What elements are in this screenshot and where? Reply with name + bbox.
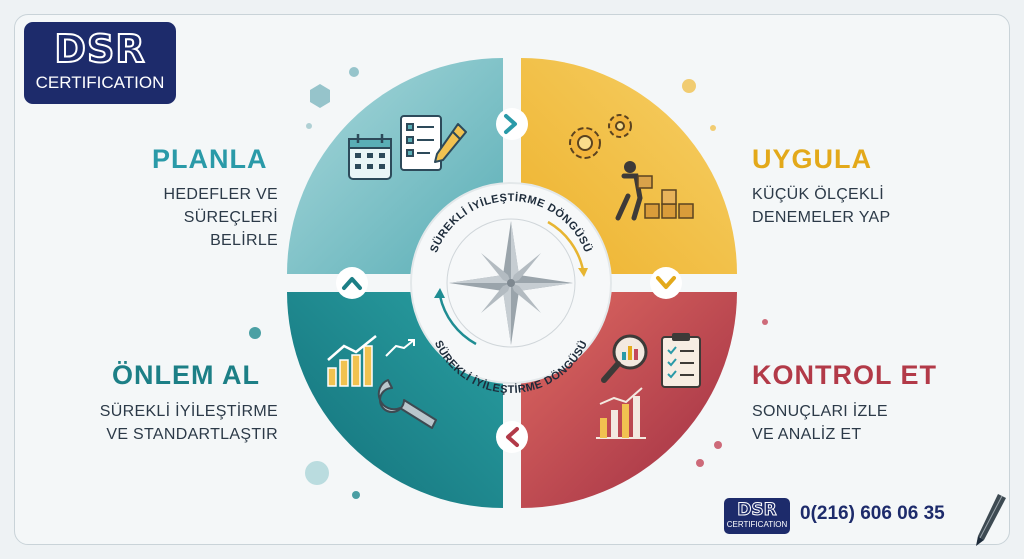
footer-logo-sub: CERTIFICATION <box>726 520 788 529</box>
pencil-icon <box>434 123 467 163</box>
calendar-icon <box>348 134 392 180</box>
phase-desc-planla: HEDEFLER VE SÜREÇLERİ BELİRLE <box>163 186 278 249</box>
phase-desc-onlem: SÜREKLİ İYİLEŞTİRME VE STANDARTLAŞTIR <box>99 403 278 443</box>
magnifier-chart-icon <box>601 334 648 383</box>
chevron-right-icon <box>496 108 528 140</box>
logo-main: DSR <box>53 26 146 72</box>
phone-number: 0(216) 606 06 35 <box>800 503 945 524</box>
phase-title-uygula: UYGULA <box>752 144 872 174</box>
footer-logo-main: DSR <box>737 500 777 521</box>
clipboard-icon <box>661 333 701 388</box>
logo-sub: CERTIFICATION <box>35 73 165 92</box>
worker-boxes-icon <box>615 161 694 221</box>
gears-icon <box>569 114 632 159</box>
phase-title-kontrol: KONTROL ET <box>752 360 937 390</box>
footer-logo: DSR CERTIFICATION <box>724 498 790 534</box>
phase-desc-uygula: KÜÇÜK ÖLÇEKLİ DENEMELER YAP <box>752 186 891 226</box>
bar-chart-icon <box>596 387 646 439</box>
fountain-pen-icon <box>976 494 1006 546</box>
phase-desc-kontrol: SONUÇLARI İZLE VE ANALİZ ET <box>752 403 888 443</box>
chevron-down-icon <box>650 267 682 299</box>
chevron-left-icon <box>496 421 528 453</box>
phase-title-planla: PLANLA <box>152 144 268 174</box>
checklist-icon <box>400 115 442 171</box>
compass-icon <box>449 221 573 345</box>
chevron-up-icon <box>336 267 368 299</box>
dsr-logo: DSR CERTIFICATION <box>24 22 176 104</box>
growth-chart-icon <box>327 335 415 387</box>
phase-title-onlem: ÖNLEM AL <box>112 360 260 390</box>
wrench-icon <box>377 379 437 429</box>
